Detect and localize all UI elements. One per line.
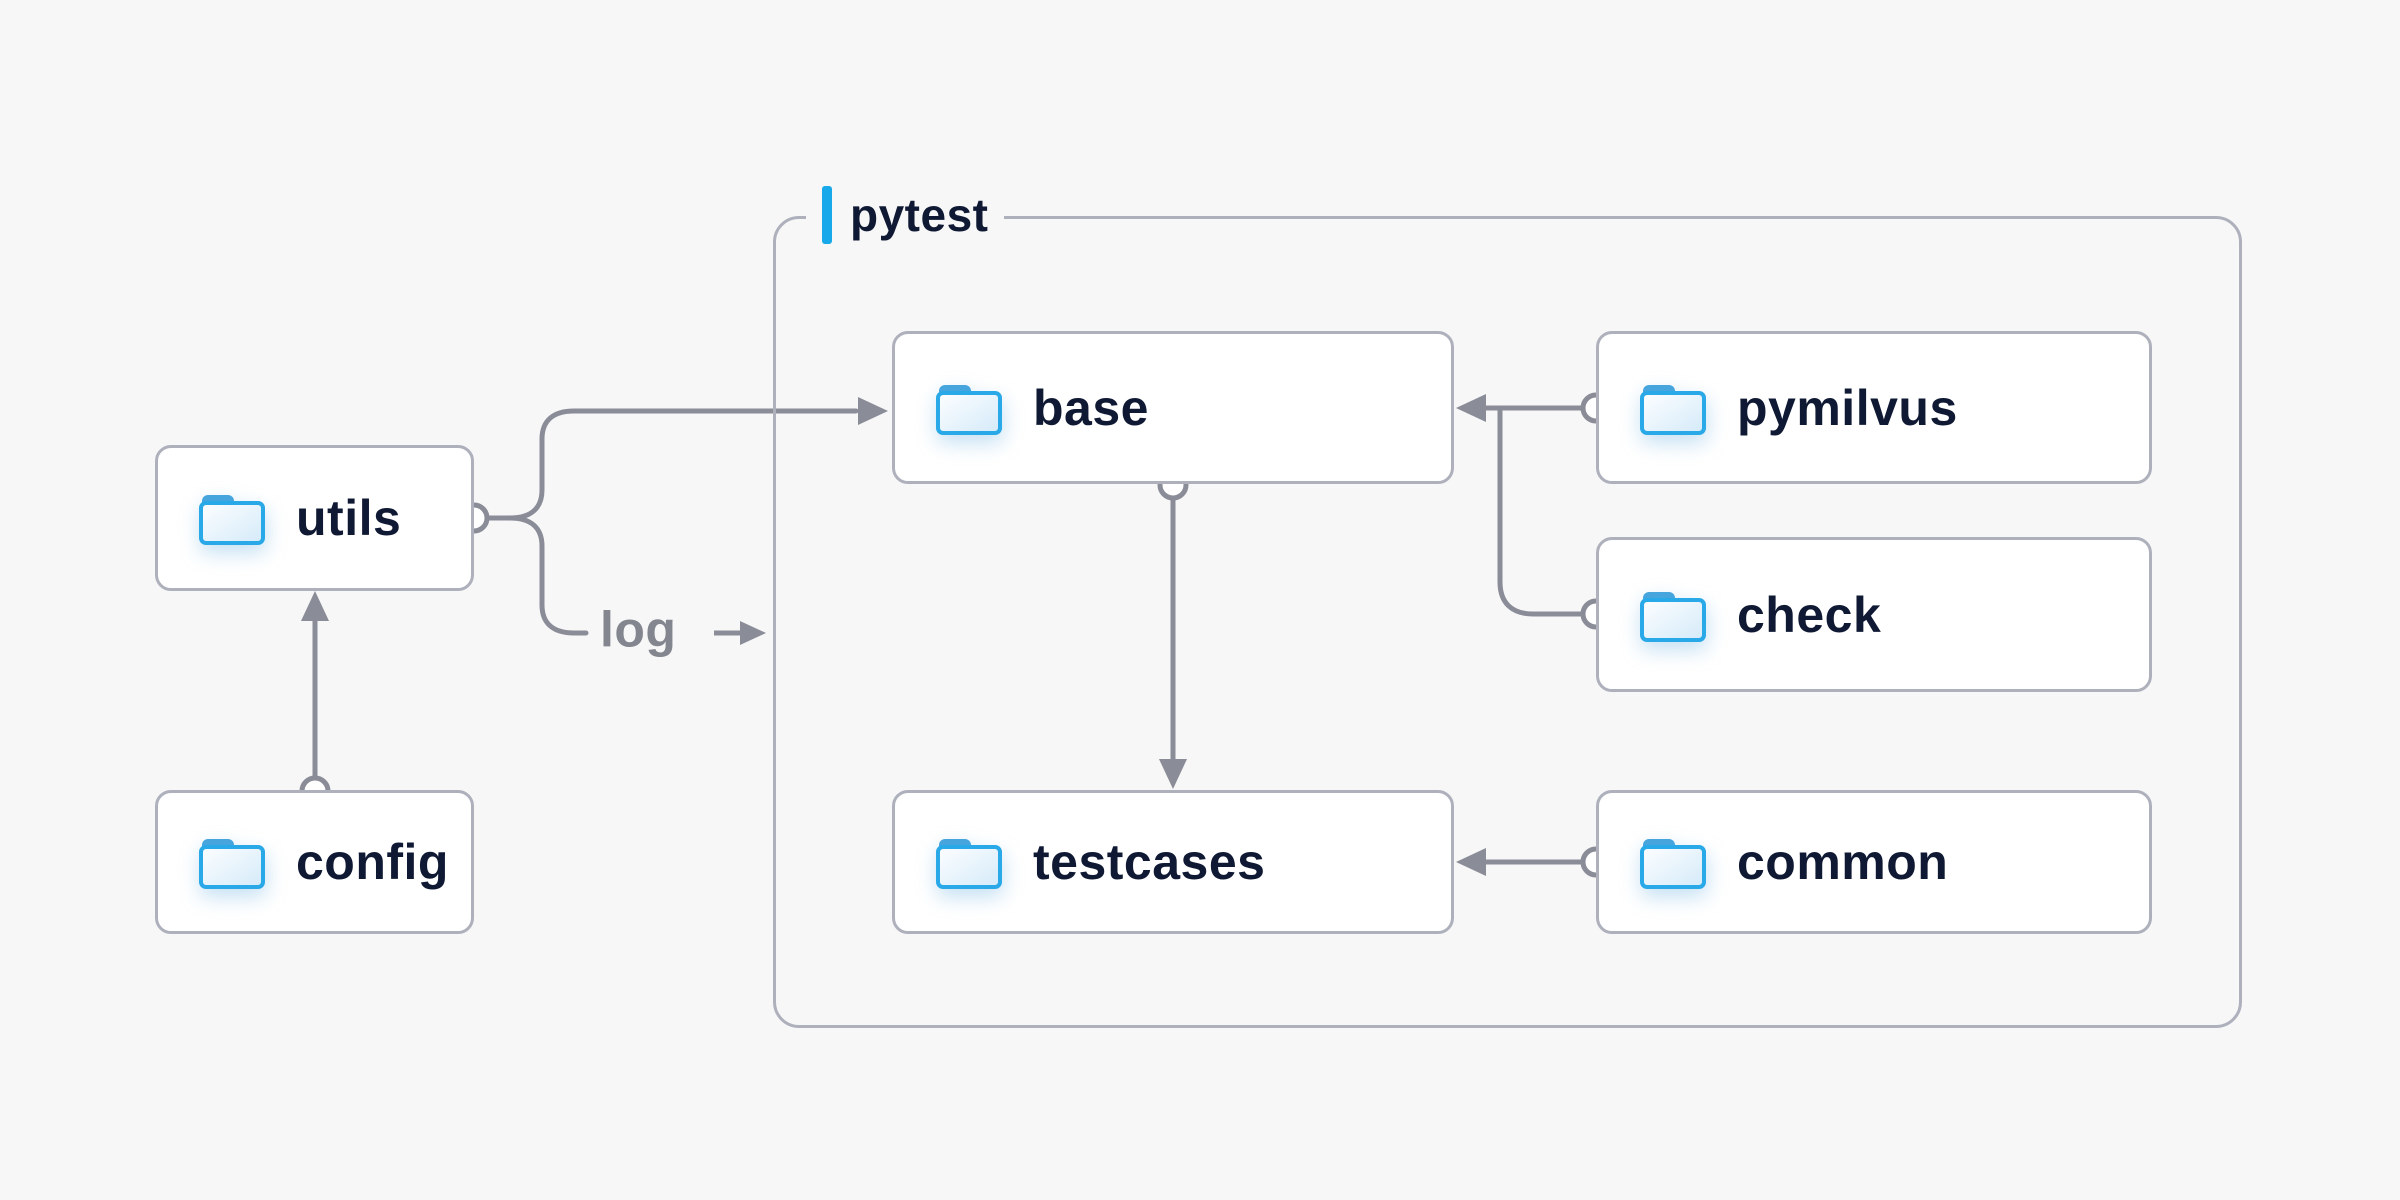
node-check: check xyxy=(1596,537,2152,692)
edge-log-arrow xyxy=(714,621,766,645)
folder-icon xyxy=(936,384,1002,435)
container-label-text: pytest xyxy=(850,189,989,241)
edge-config-utils xyxy=(299,591,331,807)
node-label: common xyxy=(1737,834,1949,890)
folder-icon xyxy=(1640,591,1706,642)
folder-icon xyxy=(1640,384,1706,435)
node-label: utils xyxy=(296,490,402,546)
node-config: config xyxy=(155,790,474,934)
arrowhead-right xyxy=(740,621,766,645)
pytest-container xyxy=(773,216,2242,1028)
node-label: base xyxy=(1033,379,1149,436)
pytest-container-label: pytest xyxy=(806,183,1005,247)
accent-bar xyxy=(822,186,832,244)
folder-icon xyxy=(199,495,265,545)
node-pymilvus: pymilvus xyxy=(1596,331,2152,484)
node-label: config xyxy=(296,834,449,890)
node-utils: utils xyxy=(155,445,474,591)
folder-icon xyxy=(1640,839,1706,889)
node-common: common xyxy=(1596,790,2152,934)
node-label: pymilvus xyxy=(1737,379,1958,436)
folder-icon xyxy=(199,839,265,889)
node-label: testcases xyxy=(1033,834,1266,890)
node-base: base xyxy=(892,331,1454,484)
arrowhead-up xyxy=(301,591,329,621)
node-testcases: testcases xyxy=(892,790,1454,934)
node-label: check xyxy=(1737,586,1882,643)
edge-label-log: log xyxy=(600,601,677,658)
folder-icon xyxy=(936,839,1002,889)
edge-line xyxy=(507,515,589,636)
